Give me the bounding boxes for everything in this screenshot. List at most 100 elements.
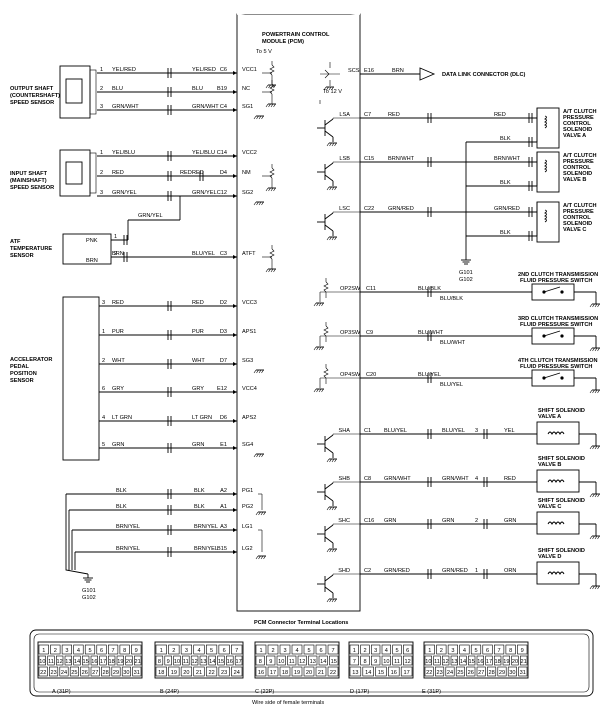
terminal-cell [315,666,327,677]
ground-splice [65,494,89,575]
pullup-resistor [323,281,329,293]
terminal-cell [108,655,116,666]
terminal-number: 10 [383,659,389,665]
terminal-number: 7 [331,648,334,654]
pcm-to5v: To 5 V [256,49,272,55]
terminal-cell [303,666,315,677]
pcm-driver-transistor [317,118,337,147]
wire-color-label-pcm-side: GRN/WHT [192,104,219,110]
pin-number: 2 [102,358,105,364]
terminal-number: 18 [495,659,501,665]
terminal-cell [279,644,291,655]
terminal-number: 6 [406,648,409,654]
wire-color-label: YEL/BLU [112,150,135,156]
component-label: PEDAL [10,364,30,370]
pcm-signal-label: VCC4 [242,386,257,392]
chassis-ground [326,506,330,511]
terminal-number: 4 [77,648,80,654]
terminal-cell [388,666,400,677]
chassis-ground [594,493,598,498]
terminal-number: 8 [123,648,126,654]
terminal-number: 2 [363,648,366,654]
connector-block-outline [254,641,340,679]
connector-block-label: B (24P) [160,689,179,695]
pcm-internal-resistor [262,61,276,89]
terminal-cell [155,666,167,677]
terminal-number: 13 [451,659,457,665]
solenoid-label: A/T CLUTCH [563,109,597,115]
chassis-ground [329,142,332,147]
terminal-label: D6 [220,415,227,421]
terminal-number: 8 [259,659,262,665]
terminal-cell [433,655,441,666]
terminal-cell [132,666,142,677]
ground-id-label: G101 [82,588,96,594]
chassis-ground [331,236,335,241]
pcm-title-line2: MODULE (PCM) [262,39,304,45]
chassis-ground [597,445,600,450]
terminal-number: 7 [235,648,238,654]
terminal-number: 5 [395,648,398,654]
connector-footer: Wire side of female terminals [252,700,324,706]
pcm-signal-label: SG2 [242,190,253,196]
terminal-number: 9 [135,648,138,654]
chassis-ground [268,103,271,108]
chassis-ground [592,303,595,308]
terminal-number: 5 [210,648,213,654]
chassis-ground [326,86,329,91]
pcm-signal-label: LSC [339,206,350,212]
terminal-label: C12 [217,190,227,196]
terminal-number: 20 [183,670,189,676]
chassis-ground [260,511,264,516]
solenoid-label: VALVE B [563,177,586,183]
connector-block-label: E (31P) [422,689,441,695]
pin-number: 1 [100,150,103,156]
terminal-cell [476,666,486,677]
wire-color-label-pcm-side: BRN/YEL [194,546,218,552]
component-label: INPUT SHAFT [10,171,48,177]
terminal-cell [487,666,497,677]
chassis-ground [258,115,262,120]
terminal-number: 3 [374,648,377,654]
terminal-cell [349,655,359,666]
transistor-emitter [324,586,334,594]
wire-color-label-pcm-side: GRN/WHT [442,476,469,482]
wire-color-label: GRY [112,386,124,392]
wire-arrow [233,446,237,450]
terminal-number: 14 [320,659,326,665]
chassis-ground [260,555,264,560]
wire-arrow [233,90,237,94]
chassis-ground [316,388,319,393]
solenoid-label: A/T CLUTCH [563,203,597,209]
wire-color-label: BLU/YEL [418,372,441,378]
shift-solenoid-label: VALVE A [538,414,561,420]
solenoid-box [536,151,560,193]
terminal-label: E16 [364,68,374,74]
terminal-number: 1 [259,648,262,654]
shift-solenoid-box [536,421,580,445]
wire-color-label: BRN [86,258,98,264]
connector-block-label: D (17P) [350,689,369,695]
chassis-ground [329,236,332,241]
wire-color-label: RED [180,170,192,176]
terminal-cell [329,655,339,666]
terminal-cell [303,644,315,655]
pcm-signal-label: ATFT [242,251,256,257]
terminal-cell [90,666,100,677]
terminal-label: D3 [220,329,227,335]
terminal-number: 13 [65,659,71,665]
pin-number: 2 [475,518,478,524]
chassis-ground [592,493,595,498]
chassis-ground [594,389,598,394]
chassis-ground [261,369,264,374]
wire-color-label: BLU/YEL [384,428,407,434]
switch-label: FLUID PRESSURE SWITCH [520,278,592,284]
wire-color-label-pcm-side: BLU/YEL [442,428,465,434]
